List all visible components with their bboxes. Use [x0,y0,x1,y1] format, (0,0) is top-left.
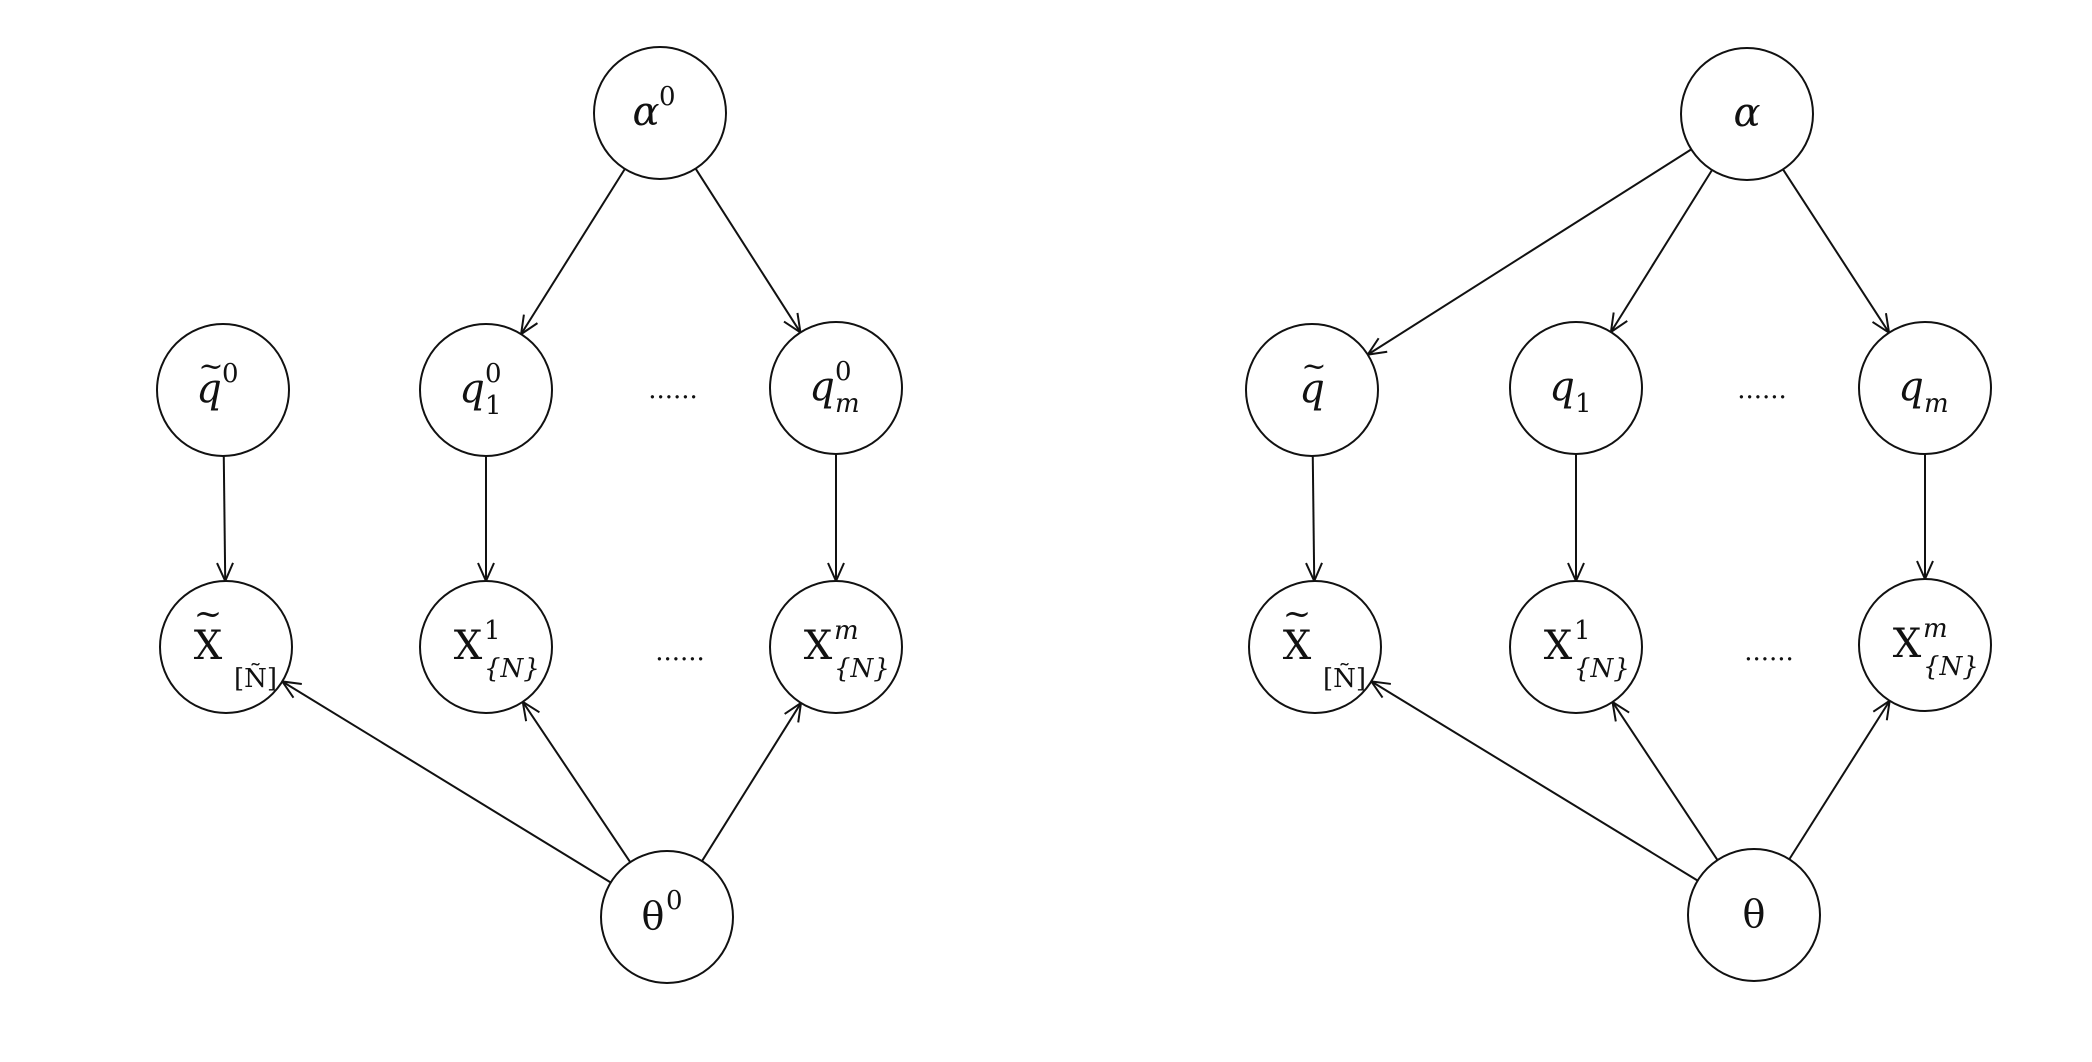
node-Xt: X~ [Ñ] [1248,580,1382,714]
edge-a-to-q1 [1611,169,1713,332]
node-circle [419,323,553,457]
node-circle [1248,580,1382,714]
node-superscript: 1 [484,616,501,646]
ellipsis-marker: ...... [1744,637,1794,667]
node-a: α [1680,47,1814,181]
node-superscript: m [834,616,859,646]
edge-a-to-qm [1782,168,1889,332]
node-label: q [809,364,835,410]
node-label: q [1299,366,1325,412]
node-circle [1858,321,1992,455]
tilde-accent: ~ [1283,594,1312,634]
edge-th-to-Xm [701,703,801,862]
node-superscript: 0 [222,359,239,389]
node-label: X [804,623,833,669]
node-subscript: [Ñ] [1323,662,1366,694]
node-circle [159,580,293,714]
edge-a-to-qm [694,168,801,333]
node-label: q [459,366,485,412]
node-circle [1680,47,1814,181]
node-subscript: {N} [1574,654,1630,684]
node-subscript: {N} [1923,652,1979,682]
edge-th-to-X1 [1613,702,1719,861]
node-circle [769,321,903,455]
edge-th-to-X1 [523,702,632,863]
edge-th-to-Xm [1788,701,1889,860]
node-label: X [454,623,483,669]
node-superscript: 1 [1574,616,1591,646]
node-subscript: 1 [485,391,502,421]
node-subscript: {N} [834,654,890,684]
edge-qt-to-Xt [224,455,225,581]
node-circle [1687,848,1821,982]
node-circle [1858,578,1992,712]
ellipsis-marker: ...... [648,375,698,405]
edge-th-to-Xt [282,681,612,884]
node-superscript: 0 [835,357,852,387]
node-superscript: 0 [485,359,502,389]
node-label: θ [642,894,665,938]
tilde-accent: ~ [198,349,223,384]
node-circle [419,580,553,714]
node-subscript: m [835,389,860,419]
node-label: X [1893,621,1922,667]
node-circle [769,580,903,714]
ellipsis-marker: ...... [655,637,705,667]
node-superscript: 0 [666,886,683,916]
node-label: q [1898,364,1924,410]
node-circle [1245,323,1379,457]
edge-a-to-qt [1368,148,1692,354]
tilde-accent: ~ [194,594,223,634]
node-qt: q~ [1245,323,1379,457]
tilde-accent: ~ [1301,349,1326,384]
node-circle [600,850,734,984]
node-label: θ [1743,892,1766,936]
edge-qt-to-Xt [1313,455,1314,581]
node-label: X [1544,623,1573,669]
ellipsis-marker: ...... [1737,375,1787,405]
edge-a-to-q1 [521,168,626,334]
node-label: α [632,89,659,135]
node-superscript: m [1923,614,1948,644]
edge-th-to-Xt [1371,681,1699,882]
node-circle [593,46,727,180]
node-circle [156,323,290,457]
node-Xt: X~ [Ñ] [159,580,293,714]
node-subscript: [Ñ] [234,662,277,694]
node-label: X [194,623,223,669]
node-label: X [1283,623,1312,669]
node-circle [1509,580,1643,714]
node-th: θ [1687,848,1821,982]
node-qt: q~0 [156,323,290,457]
node-label: q [196,366,222,412]
node-subscript: 1 [1575,389,1592,419]
node-label: q [1549,364,1575,410]
node-superscript: 0 [659,82,676,112]
node-subscript: {N} [484,654,540,684]
node-circle [1509,321,1643,455]
node-subscript: m [1924,389,1949,419]
node-label: α [1733,90,1760,136]
